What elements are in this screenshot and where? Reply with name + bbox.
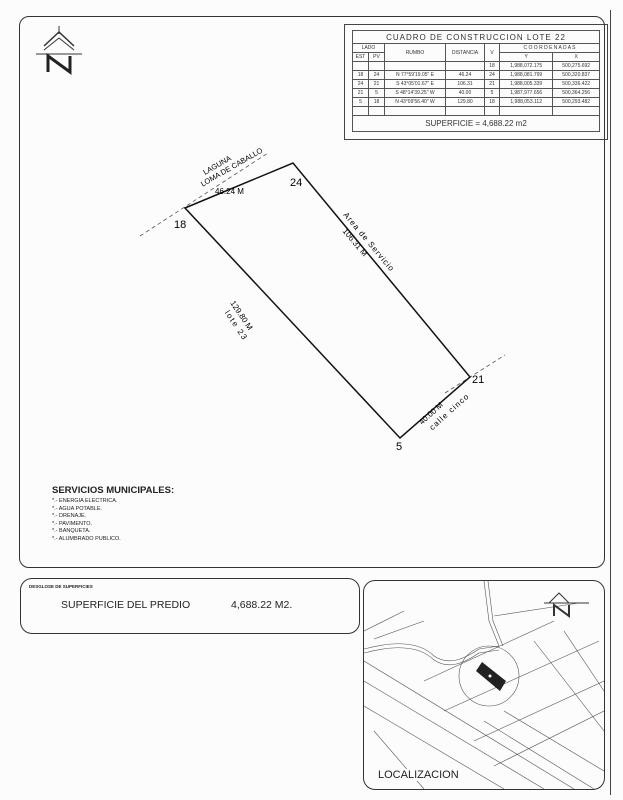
- north-arrow-icon: [544, 592, 589, 618]
- table-superficie: SUPERFICIE = 4,688.22 m2: [352, 115, 600, 132]
- lot-polygon: [183, 162, 472, 440]
- desglose-label: DESGLOSE DE SUPERFICIES: [29, 584, 93, 589]
- servicio-item: *.- ENERGIA ELECTRICA.: [52, 498, 118, 504]
- localizacion-title: LOCALIZACION: [378, 769, 459, 781]
- servicio-item: *.- AGUA POTABLE.: [52, 505, 103, 512]
- boundary-dashed-line: [139, 152, 269, 237]
- servicio-item: *.- BANQUETA.: [52, 528, 91, 535]
- servicio-item: *.- PAVIMENTO.: [52, 520, 93, 527]
- desglose-superficies-box: DESGLOSE DE SUPERFICIES SUPERFICIE DEL P…: [20, 578, 360, 634]
- north-arrow-icon: [36, 26, 82, 75]
- servicio-item: *.- ALUMBRADO PUBLICO.: [52, 535, 121, 542]
- construction-table: CUADRO DE CONSTRUCCION LOTE 22 LADO RUMB…: [352, 30, 600, 132]
- location-map: [364, 581, 604, 789]
- lot-plan-drawing: 18 24 21 5 LAGUNA LOMA DE CABALLO 46.24 …: [139, 146, 506, 453]
- superficie-predio-label: SUPERFICIE DEL PREDIO: [61, 599, 191, 611]
- boundary-dashed-line: [444, 354, 506, 394]
- plan-frame: [19, 16, 605, 568]
- servicio-item: *.- DRENAJE.: [52, 513, 87, 520]
- superficie-predio-value: 4,688.22 M2.: [231, 599, 293, 611]
- construction-table-box: [344, 24, 608, 140]
- side-18-24-label: 46.24 M: [215, 187, 244, 196]
- servicios-municipales: SERVICIOS MUNICIPALES: *.- ENERGIA ELECT…: [52, 485, 174, 544]
- vertex-5-label: 5: [396, 441, 402, 453]
- vertex-24-label: 24: [290, 177, 302, 189]
- location-map-box: LOCALIZACION: [363, 580, 605, 790]
- servicios-title: SERVICIOS MUNICIPALES:: [52, 485, 175, 496]
- border-rule: [610, 10, 611, 795]
- vertex-18-label: 18: [174, 219, 186, 231]
- vertex-21-label: 21: [472, 374, 484, 386]
